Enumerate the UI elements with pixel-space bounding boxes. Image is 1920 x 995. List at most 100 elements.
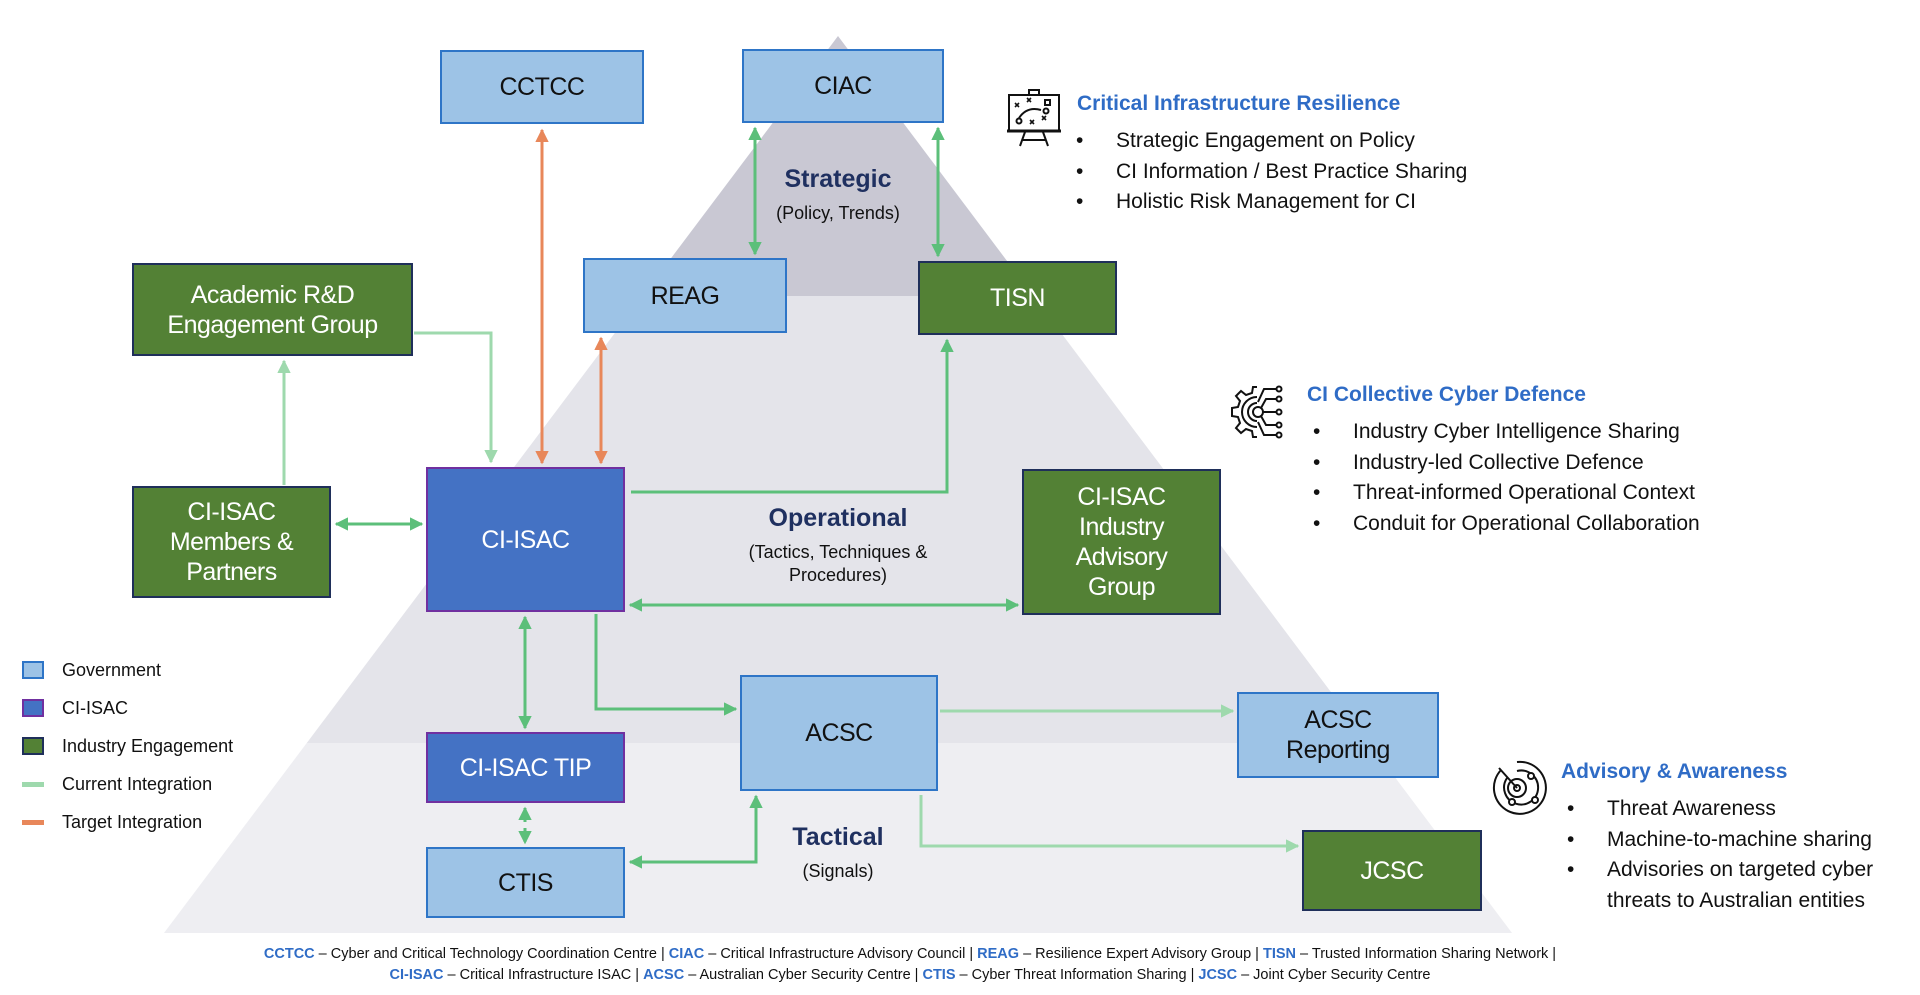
layer-operational-subtitle-2: Procedures) bbox=[788, 565, 888, 586]
panel-resilience-heading: Critical Infrastructure Resilience bbox=[1077, 92, 1401, 115]
legend-swatch-ci-isac bbox=[22, 699, 44, 717]
layer-operational-title: Operational bbox=[768, 504, 908, 532]
glossary-text: – Cyber Threat Information Sharing | bbox=[955, 967, 1199, 983]
node-members-partners[interactable]: CI-ISAC Members & Partners bbox=[132, 486, 331, 598]
glossary-text: – Critical Infrastructure Advisory Counc… bbox=[704, 946, 978, 962]
layer-strategic-subtitle: (Policy, Trends) bbox=[776, 203, 900, 223]
panel-resilience-item: Strategic Engagement on Policy bbox=[1076, 126, 1467, 157]
panel-resilience: Critical Infrastructure Resilience Strat… bbox=[1076, 92, 1467, 218]
glossary-abbr: CIAC bbox=[668, 946, 705, 962]
node-acsc-reporting-line1: ACSC bbox=[1304, 706, 1372, 734]
panel-advisory-item: Machine-to-machine sharing bbox=[1567, 825, 1873, 856]
node-reag[interactable]: REAG bbox=[583, 258, 787, 333]
node-reag-label: REAG bbox=[650, 281, 720, 310]
layer-operational: Operational (Tactics, Techniques & Proce… bbox=[713, 504, 963, 588]
panel-advisory-item: Threat Awareness bbox=[1567, 794, 1873, 825]
glossary-abbr: JCSC bbox=[1198, 967, 1238, 983]
legend: Government CI-ISAC Industry Engagement C… bbox=[22, 651, 233, 841]
glossary-abbr: CTIS bbox=[922, 967, 956, 983]
node-jcsc[interactable]: JCSC bbox=[1302, 830, 1482, 911]
node-members-line3: Partners bbox=[186, 558, 277, 586]
glossary-text: – Australian Cyber Security Centre | bbox=[684, 967, 923, 983]
glossary-text: – Joint Cyber Security Centre bbox=[1237, 967, 1431, 983]
glossary-text: – Cyber and Critical Technology Coordina… bbox=[314, 946, 669, 962]
panel-advisory-item-continued: threats to Australian entities bbox=[1607, 888, 1865, 912]
glossary-abbr: REAG bbox=[977, 946, 1020, 962]
node-tip-label: CI-ISAC TIP bbox=[459, 753, 592, 782]
glossary-abbr: ACSC bbox=[643, 967, 685, 983]
node-cctcc[interactable]: CCTCC bbox=[440, 50, 644, 124]
node-ctis[interactable]: CTIS bbox=[426, 847, 625, 918]
node-ciac[interactable]: CIAC bbox=[742, 49, 944, 123]
node-cctcc-label: CCTCC bbox=[499, 73, 586, 101]
glossary-abbr: CI-ISAC bbox=[389, 967, 444, 983]
panel-defence-item: Conduit for Operational Collaboration bbox=[1313, 509, 1700, 540]
layer-strategic: Strategic (Policy, Trends) bbox=[738, 165, 938, 225]
node-ci-isac-tip[interactable]: CI-ISAC TIP bbox=[426, 732, 625, 803]
connector-acsc-ctis bbox=[628, 794, 763, 869]
legend-line-current bbox=[22, 781, 44, 787]
legend-item-current: Current Integration bbox=[22, 765, 233, 803]
panel-defence-item: Industry Cyber Intelligence Sharing bbox=[1313, 417, 1700, 448]
strategic-band bbox=[164, 36, 1512, 296]
node-iag-line2: Industry bbox=[1079, 513, 1164, 541]
panel-advisory: Advisory & Awareness Threat Awareness Ma… bbox=[1561, 760, 1873, 916]
panel-resilience-item: CI Information / Best Practice Sharing bbox=[1076, 157, 1467, 188]
legend-swatch-government bbox=[22, 661, 44, 679]
node-tisn-label: TISN bbox=[990, 284, 1045, 312]
node-ciac-label: CIAC bbox=[814, 72, 872, 100]
panel-advisory-heading: Advisory & Awareness bbox=[1561, 760, 1788, 783]
layer-tactical-title: Tactical bbox=[792, 823, 884, 851]
node-academic-rd[interactable]: Academic R&D Engagement Group bbox=[132, 263, 413, 356]
panel-defence-heading: CI Collective Cyber Defence bbox=[1307, 383, 1586, 406]
legend-label: Target Integration bbox=[62, 811, 203, 832]
legend-item-target: Target Integration bbox=[22, 803, 233, 841]
layer-strategic-title: Strategic bbox=[784, 165, 892, 193]
node-acsc-reporting-line2: Reporting bbox=[1286, 736, 1390, 764]
panel-defence-item: Threat-informed Operational Context bbox=[1313, 478, 1700, 509]
legend-item-ci-isac: CI-ISAC bbox=[22, 689, 233, 727]
strategy-board-icon bbox=[1007, 89, 1061, 147]
layer-tactical: Tactical (Signals) bbox=[738, 823, 938, 883]
connector-ciisac-tisn bbox=[631, 338, 954, 494]
legend-item-industry: Industry Engagement bbox=[22, 727, 233, 765]
node-acsc-label: ACSC bbox=[805, 719, 873, 747]
panel-advisory-item: Advisories on targeted cyber bbox=[1567, 855, 1873, 886]
node-jcsc-label: JCSC bbox=[1360, 856, 1424, 885]
glossary-footer: CCTCC – Cyber and Critical Technology Co… bbox=[260, 944, 1560, 986]
node-members-line2: Members & bbox=[169, 528, 294, 556]
connector-academic-ciisac bbox=[414, 331, 498, 464]
legend-item-government: Government bbox=[22, 651, 233, 689]
node-ci-isac[interactable]: CI-ISAC bbox=[426, 467, 625, 612]
panel-defence-item: Industry-led Collective Defence bbox=[1313, 448, 1700, 479]
node-academic-line2: Engagement Group bbox=[167, 310, 378, 339]
radar-icon bbox=[1492, 760, 1547, 815]
legend-label: Government bbox=[62, 659, 162, 680]
legend-line-target bbox=[22, 819, 44, 825]
node-iag-line4: Group bbox=[1088, 573, 1155, 601]
panel-defence: CI Collective Cyber Defence Industry Cyb… bbox=[1307, 383, 1700, 539]
node-members-line1: CI-ISAC bbox=[187, 498, 276, 526]
node-academic-line1: Academic R&D bbox=[190, 280, 355, 309]
node-acsc[interactable]: ACSC bbox=[740, 675, 938, 791]
connector-ciisac-acsc bbox=[594, 614, 738, 716]
glossary-abbr: TISN bbox=[1262, 946, 1297, 962]
legend-label: CI-ISAC bbox=[62, 697, 129, 718]
gear-circuit-icon bbox=[1231, 385, 1283, 439]
connector-acsc-jcsc bbox=[919, 795, 1300, 853]
node-tisn[interactable]: TISN bbox=[918, 261, 1117, 335]
node-ci-isac-label: CI-ISAC bbox=[481, 525, 570, 554]
glossary-text: – Resilience Expert Advisory Group | bbox=[1019, 946, 1263, 962]
legend-swatch-industry bbox=[22, 737, 44, 755]
glossary-text: – Critical Infrastructure ISAC | bbox=[443, 967, 644, 983]
node-industry-advisory-group[interactable]: CI-ISAC Industry Advisory Group bbox=[1022, 469, 1221, 615]
glossary-abbr: CCTCC bbox=[263, 946, 315, 962]
layer-operational-subtitle-1: (Tactics, Techniques & bbox=[748, 542, 928, 562]
node-iag-line1: CI-ISAC bbox=[1077, 483, 1166, 511]
legend-label: Industry Engagement bbox=[62, 735, 234, 756]
node-acsc-reporting[interactable]: ACSC Reporting bbox=[1237, 692, 1439, 778]
node-ctis-label: CTIS bbox=[498, 868, 553, 897]
panel-resilience-item: Holistic Risk Management for CI bbox=[1076, 187, 1467, 218]
layer-tactical-subtitle: (Signals) bbox=[802, 861, 874, 881]
glossary-text: – Trusted Information Sharing Network | bbox=[1296, 946, 1557, 962]
